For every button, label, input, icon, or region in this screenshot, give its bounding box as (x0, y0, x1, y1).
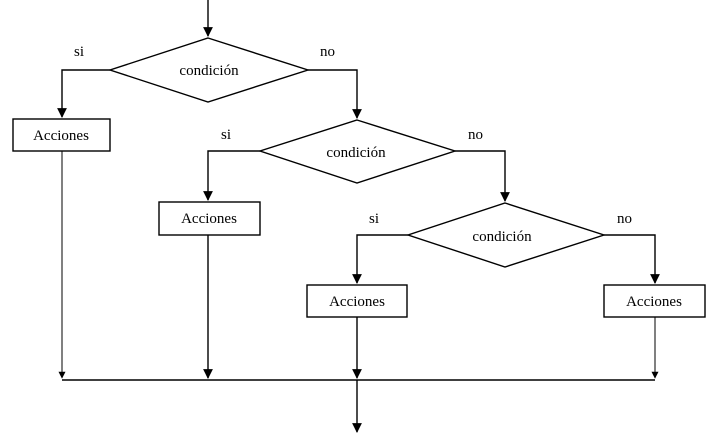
cond-2-no-connector (455, 150, 510, 202)
cond-3-no-connector (604, 234, 660, 284)
action-3-label: Acciones (329, 294, 385, 310)
cond-3-no-label: no (617, 211, 632, 227)
cond-2-yes-connector (203, 150, 260, 201)
cond-1-yes-connector (57, 69, 110, 118)
cond-3-yes-connector (352, 234, 408, 284)
action-2-label: Acciones (181, 211, 237, 227)
condition-diamond-3 (405, 202, 607, 268)
condition-diamond-1 (107, 37, 311, 103)
action-4-label: Acciones (626, 294, 682, 310)
action-box-3 (306, 284, 408, 318)
cond-2-no-label: no (468, 127, 483, 143)
cond-1-no-connector (308, 69, 362, 119)
condition-3-label: condición (472, 229, 532, 245)
condition-2-label: condición (326, 145, 386, 161)
cond-2-yes-label: si (221, 127, 231, 143)
action-box-2 (158, 201, 261, 236)
condition-diamond-2 (257, 119, 458, 184)
action-1-label: Acciones (33, 128, 89, 144)
cond-3-yes-label: si (369, 211, 379, 227)
condition-1-label: condición (179, 63, 239, 79)
cond-1-no-label: no (320, 44, 335, 60)
action-box-1 (12, 118, 111, 152)
cond-1-yes-label: si (74, 44, 84, 60)
